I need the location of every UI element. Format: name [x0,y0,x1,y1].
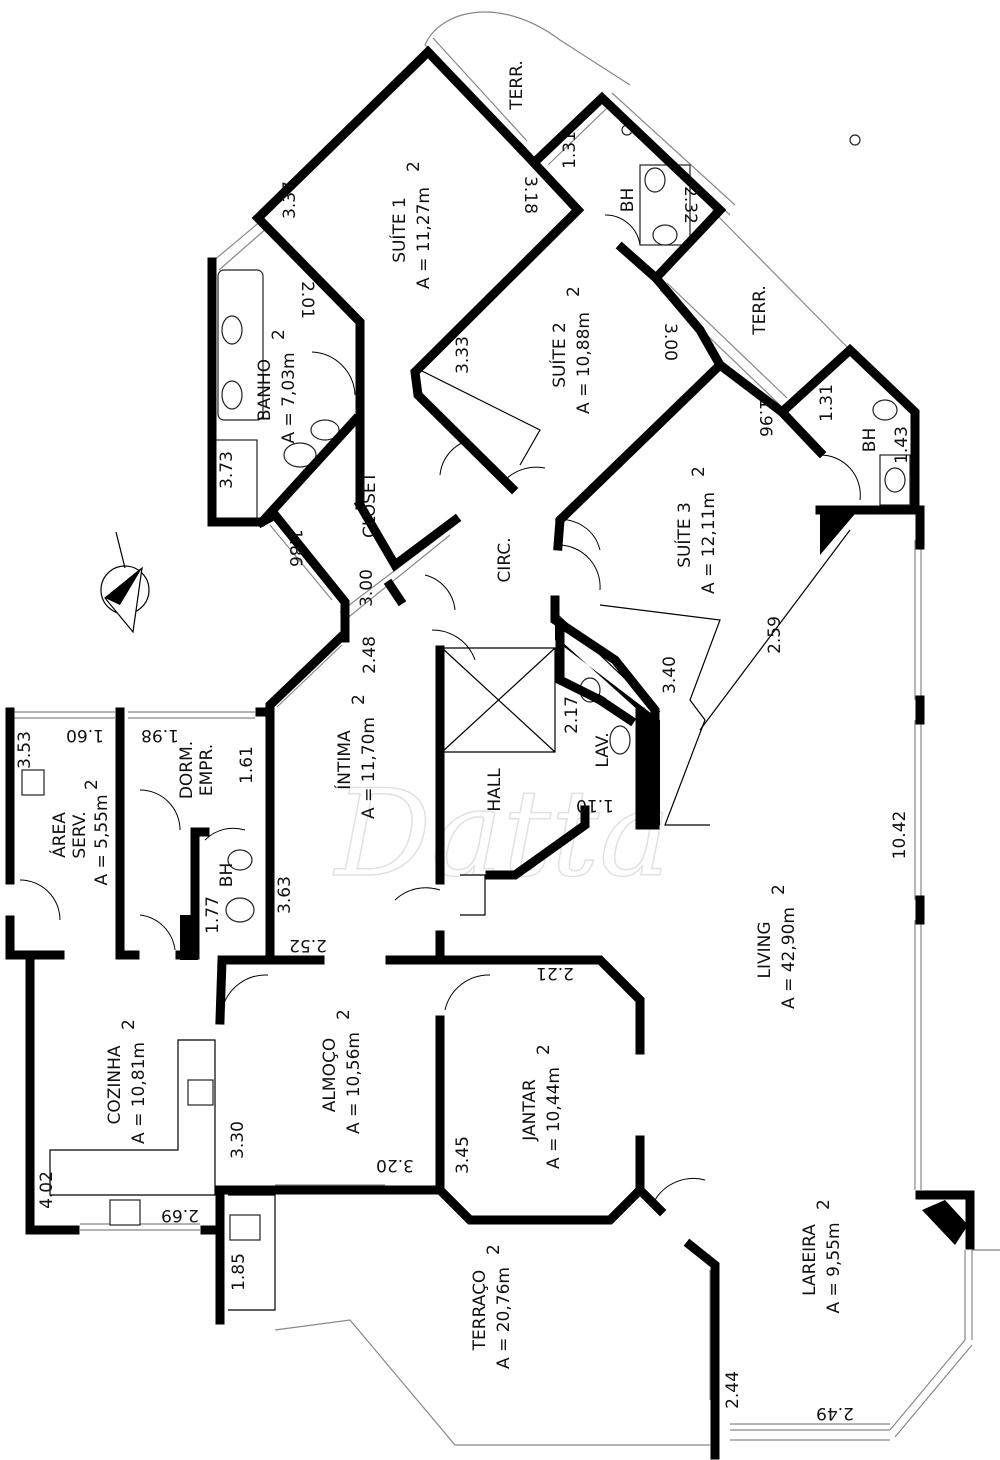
suite1-area: A = 11,27m [414,187,434,289]
suite3-area: A = 12,11m [699,492,719,594]
area-serv-name2: SERV. [70,811,90,858]
dim-2-32: 2.32 [680,186,700,224]
area-serv-area: A = 5,55m [92,794,112,885]
dim-2-69: 2.69 [161,1205,199,1225]
almoco-name: ALMOÇO [320,1038,340,1112]
living-area: A = 42,90m [779,907,799,1009]
living-area-sup: 2 [769,884,789,895]
jantar-name: JANTAR [520,1079,540,1142]
dim-3-40: 3.40 [660,656,680,694]
dim-1-98: 1.98 [141,725,179,745]
closet-name: CLOSET [360,471,380,538]
terr1-name: TERR. [507,60,527,111]
suite3-name: SUÍTE 3 [673,502,695,568]
bh-empr-name: BH [217,863,237,887]
dim-4-02: 4.02 [37,1171,57,1209]
dim-3-33: 3.33 [453,336,473,374]
lareira-name: LAREIRA [800,1224,820,1296]
dim-1-10: 1.10 [576,795,614,815]
walls [5,45,975,1460]
suite2-area-sup: 2 [564,286,584,297]
dim-1-60: 1.60 [66,725,104,745]
cozinha-name: COZINHA [105,1045,125,1124]
area-serv-area-sup: 2 [82,779,102,790]
dim-3-73: 3.73 [217,451,237,489]
dim-1-77: 1.77 [203,896,223,934]
solid-blocks [180,508,968,1245]
dim-2-21: 2.21 [536,963,574,983]
dim-3-45: 3.45 [453,1136,473,1174]
room-labels: SUÍTE 1 A = 11,27m 2 SUÍTE 2 A = 10,88m … [48,60,880,1369]
dim-1-43: 1.43 [892,426,912,464]
dim-1-31a: 1.31 [560,131,580,169]
dim-3-37: 3.37 [280,181,300,219]
banho-area-sup: 2 [269,329,289,340]
dim-1-85: 1.85 [229,1253,249,1291]
area-serv-name: ÁREA [48,812,70,858]
terr2-name: TERR. [750,285,770,336]
jantar-area: A = 10,44m [544,1067,564,1169]
lareira-area: A = 9,55m [824,1222,844,1313]
suite2-name: SUÍTE 2 [548,322,570,388]
north-arrow-icon [100,531,150,634]
intima-name: ÍNTIMA [333,730,355,790]
lareira-area-sup: 2 [814,1199,834,1210]
terraco-area: A = 20,76m [494,1267,514,1369]
dim-2-44: 2.44 [723,1371,743,1409]
dim-3-00b: 3.00 [357,569,377,607]
dim-1-86: 1.86 [285,529,305,567]
dim-2-48: 2.48 [360,636,380,674]
dim-1-61: 1.61 [237,746,257,784]
cozinha-area-sup: 2 [119,1019,139,1030]
dim-3-63: 3.63 [275,876,295,914]
dim-2-49: 2.49 [816,1403,854,1423]
terraco-name: TERRAÇO [470,1270,490,1352]
hall-name: HALL [485,768,505,812]
dim-1-31b: 1.31 [817,384,837,422]
intima-area-sup: 2 [349,694,369,705]
dim-3-00a: 3.00 [660,323,680,361]
almoco-area-sup: 2 [334,1009,354,1020]
suite3-area-sup: 2 [689,466,709,477]
dim-3-53: 3.53 [15,731,35,769]
almoco-area: A = 10,56m [344,1032,364,1134]
dim-2-01: 2.01 [297,281,317,319]
dim-3-18: 3.18 [520,176,540,214]
fixtures [21,124,911,1241]
banho-area: A = 7,03m [279,352,299,443]
suite2-area: A = 10,88m [574,312,594,414]
lav-name: LAV. [593,732,613,767]
cozinha-area: A = 10,81m [129,1042,149,1144]
dorm-empr-name2: EMPR. [197,744,217,796]
dim-2-59: 2.59 [765,616,785,654]
living-name: LIVING [755,921,775,978]
dorm-empr-name: DORM. [177,741,197,799]
bh2-name: BH [860,428,880,452]
dim-10-42: 10.42 [890,811,910,860]
bh1-name: BH [618,188,638,212]
suite1-name: SUÍTE 1 [388,197,410,263]
circ-name: CIRC. [495,537,515,582]
banho-name: BANHO [255,359,275,421]
dim-3-20: 3.20 [376,1155,414,1175]
watermark-logo: Datta [333,765,671,904]
dim-3-30: 3.30 [228,1121,248,1159]
suite1-area-sup: 2 [404,161,424,172]
dimension-labels: 3.37 3.18 1.31 2.32 2.01 3.33 3.00 1.96 … [15,131,912,1423]
dim-2-17: 2.17 [562,696,582,734]
dim-2-52: 2.52 [289,935,327,955]
intima-area: A = 11,70m [359,717,379,819]
terraco-area-sup: 2 [484,1244,504,1255]
dim-1-96: 1.96 [755,399,775,437]
jantar-area-sup: 2 [534,1044,554,1055]
